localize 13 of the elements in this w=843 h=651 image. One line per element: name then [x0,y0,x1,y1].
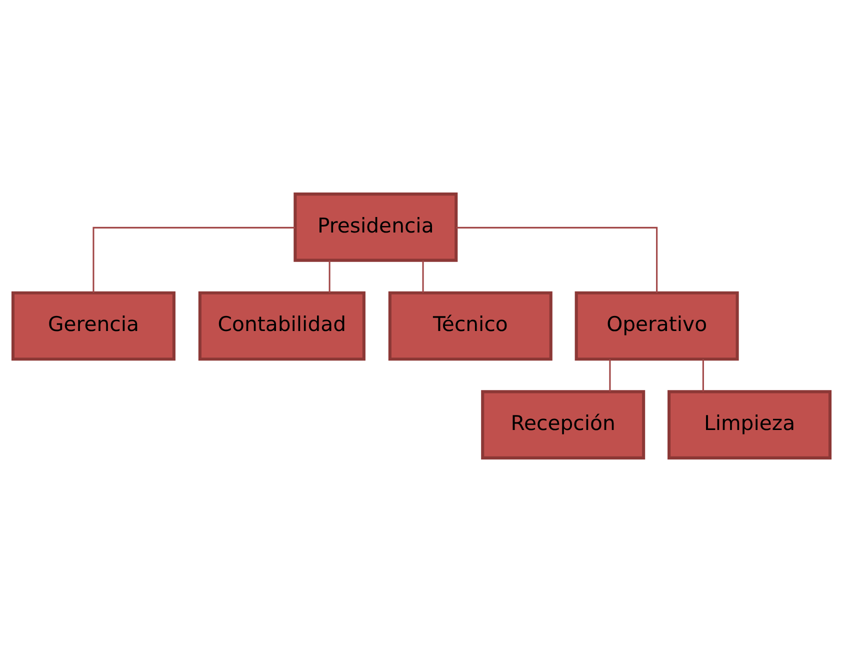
node-box: Gerencia [11,290,176,360]
connector [422,260,424,292]
connector [92,226,296,292]
node-box: Recepción [481,390,646,459]
node-box: Contabilidad [198,290,366,360]
node-box: Técnico [388,290,552,360]
connector [609,358,611,392]
connector [456,226,658,292]
node-box: Limpieza [668,390,832,459]
connector [328,260,330,292]
node-box: Presidencia [294,192,458,262]
connector [702,358,704,392]
node-box: Operativo [574,290,739,360]
